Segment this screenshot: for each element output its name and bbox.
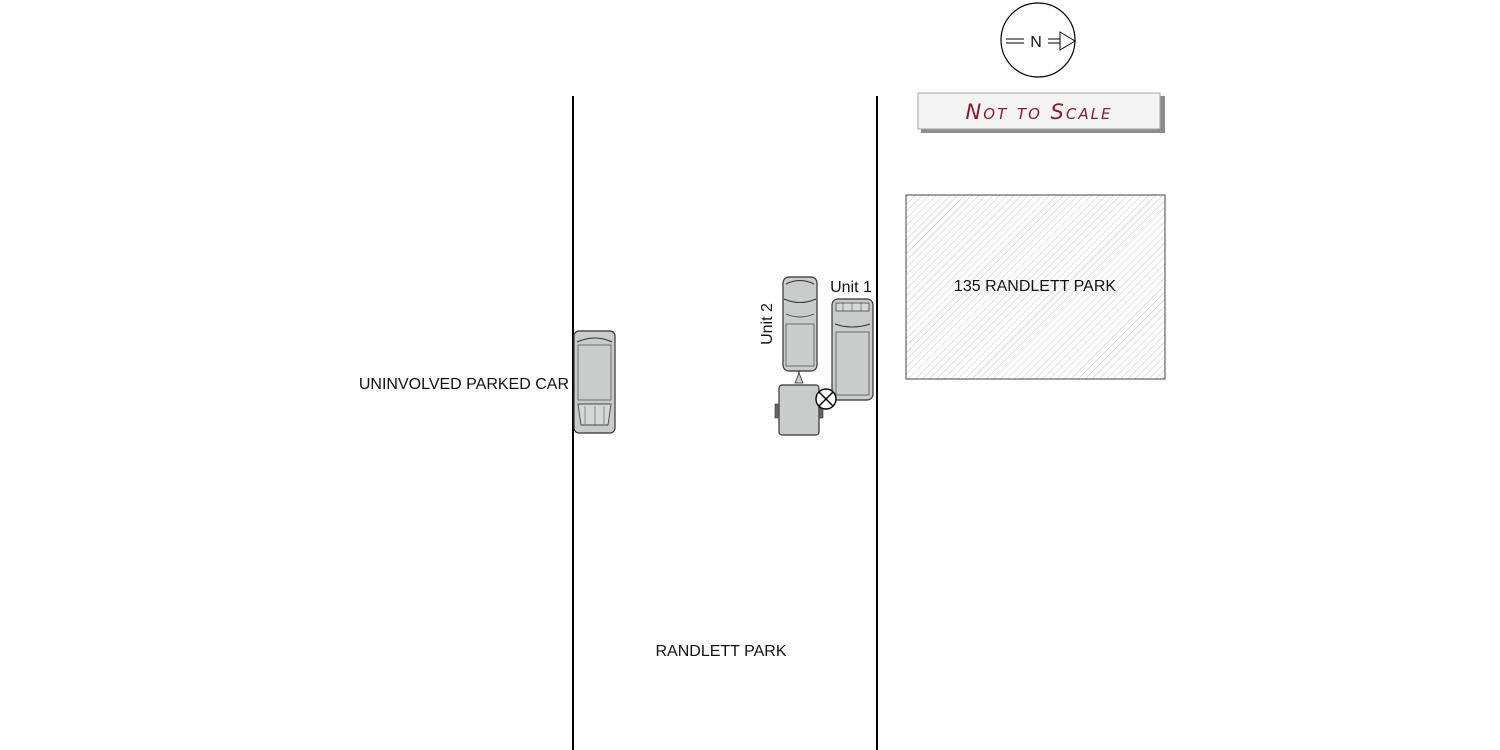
impact-point-icon — [815, 388, 837, 410]
unit-2-vehicle — [774, 276, 824, 436]
compass-rose-icon: N — [1000, 2, 1076, 78]
parked-car — [573, 330, 616, 434]
unit-1-label: Unit 1 — [830, 279, 872, 296]
unit-1-vehicle — [831, 298, 874, 401]
scale-note-box: Not to Scale — [917, 92, 1165, 133]
building-label: 135 RANDLETT PARK — [954, 278, 1116, 295]
compass-letter: N — [1030, 34, 1042, 51]
unit-2-label: Unit 2 — [759, 303, 776, 345]
street-label: RANDLETT PARK — [656, 643, 787, 660]
parked-car-label: UNINVOLVED PARKED CAR — [359, 376, 569, 393]
building-135-randlett-park: 135 RANDLETT PARK — [905, 194, 1166, 380]
scale-note-text: Not to Scale — [966, 100, 1113, 124]
